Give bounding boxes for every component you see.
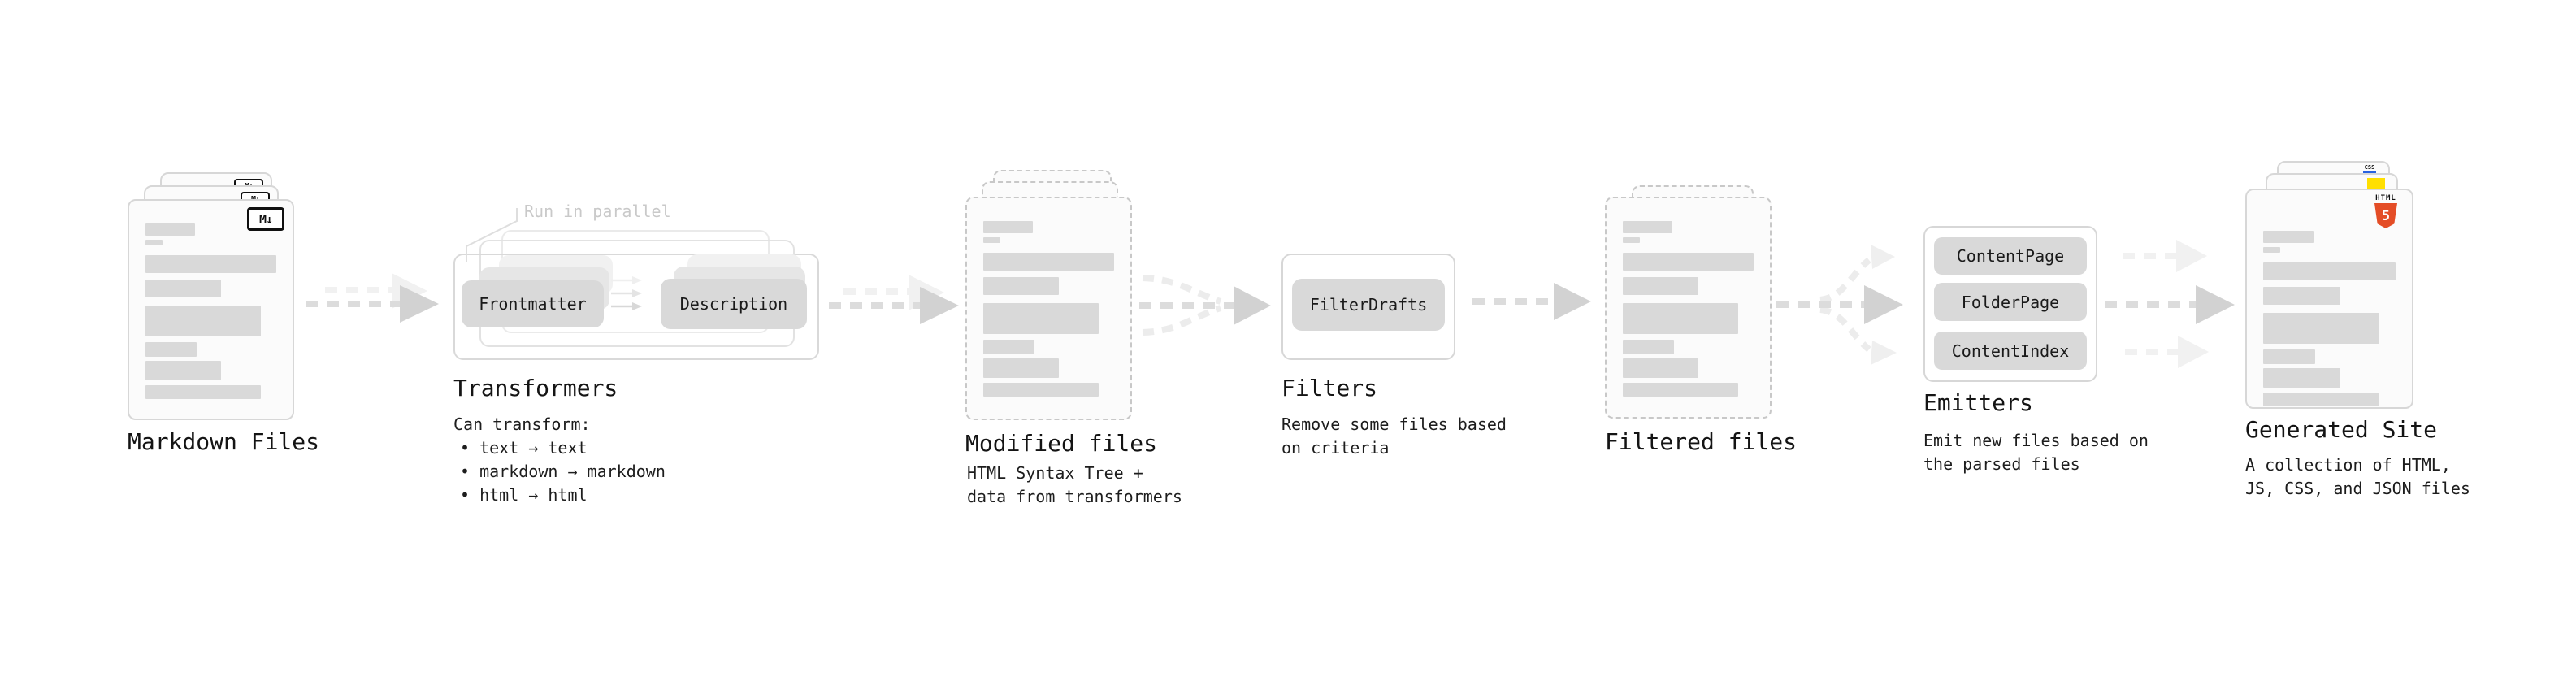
text-bar bbox=[983, 237, 1000, 243]
text-bar bbox=[1623, 383, 1738, 397]
generated-file-card-front: HTML 5 bbox=[2245, 189, 2413, 409]
text-bar bbox=[1623, 358, 1699, 378]
modified-files-heading: Modified files bbox=[965, 430, 1158, 457]
desc-line: HTML Syntax Tree + bbox=[967, 463, 1143, 483]
text-bar bbox=[1623, 277, 1699, 295]
text-bar bbox=[983, 358, 1060, 378]
transformers-desc-title: Can transform: bbox=[453, 414, 591, 434]
modified-files-description: HTML Syntax Tree + data from transformer… bbox=[967, 462, 1182, 509]
emitters-description: Emit new files based on the parsed files bbox=[1923, 429, 2149, 476]
css-icon-underline bbox=[2363, 171, 2376, 174]
modified-file-card-front bbox=[965, 197, 1132, 420]
generated-site-description: A collection of HTML, JS, CSS, and JSON … bbox=[2245, 453, 2470, 501]
text-bar bbox=[983, 303, 1099, 334]
transform-bullet: • text → text bbox=[460, 438, 588, 458]
contentpage-pill: ContentPage bbox=[1934, 237, 2087, 275]
placeholder-text-bars bbox=[1607, 198, 1770, 397]
desc-line: JS, CSS, and JSON files bbox=[2245, 479, 2470, 498]
filters-description: Remove some files based on criteria bbox=[1281, 413, 1507, 460]
text-bar bbox=[1623, 303, 1738, 334]
contentindex-pill: ContentIndex bbox=[1934, 332, 2087, 370]
text-bar bbox=[145, 385, 261, 399]
text-bar bbox=[1623, 340, 1674, 354]
text-bar bbox=[2263, 313, 2380, 344]
markdown-icon: M↓ bbox=[247, 207, 284, 231]
pill-link-arrows bbox=[611, 276, 642, 310]
transformer-layer-box-front bbox=[453, 254, 819, 360]
text-bar bbox=[2263, 231, 2314, 243]
desc-line: Remove some files based bbox=[1281, 414, 1507, 434]
placeholder-text-bars bbox=[2247, 190, 2412, 406]
arrow-markdown-to-transformers bbox=[306, 273, 439, 323]
transform-bullet: • html → html bbox=[460, 485, 588, 505]
transformers-description: Can transform: • text → text • markdown … bbox=[453, 413, 666, 507]
desc-line: data from transformers bbox=[967, 487, 1182, 506]
text-bar bbox=[1623, 237, 1640, 243]
arrow-filters-to-filtered bbox=[1472, 283, 1591, 320]
description-pill: Description bbox=[661, 279, 807, 329]
markdown-files-heading: Markdown Files bbox=[128, 428, 320, 455]
text-bar bbox=[145, 280, 222, 297]
html5-icon-shield: 5 bbox=[2374, 203, 2397, 228]
arrow-modified-to-filters bbox=[1139, 275, 1271, 336]
text-bar bbox=[2263, 247, 2281, 253]
desc-line: the parsed files bbox=[1923, 454, 2080, 474]
folderpage-pill: FolderPage bbox=[1934, 283, 2087, 321]
filterdrafts-pill: FilterDrafts bbox=[1292, 279, 1445, 331]
emitters-heading: Emitters bbox=[1923, 389, 2033, 416]
placeholder-text-bars bbox=[129, 201, 293, 399]
placeholder-text-bars bbox=[967, 198, 1130, 397]
text-bar bbox=[983, 253, 1114, 271]
text-bar bbox=[983, 340, 1034, 354]
text-bar bbox=[145, 342, 197, 357]
text-bar bbox=[145, 255, 276, 273]
text-bar bbox=[2263, 262, 2396, 280]
text-bar bbox=[2263, 287, 2340, 305]
run-in-parallel-note: Run in parallel bbox=[524, 202, 671, 221]
text-bar bbox=[1623, 221, 1673, 233]
text-bar bbox=[2263, 349, 2315, 364]
arrow-filtered-to-emitters bbox=[1776, 245, 1903, 365]
text-bar bbox=[2263, 368, 2340, 388]
text-bar bbox=[983, 383, 1099, 397]
text-bar bbox=[145, 223, 196, 236]
text-bar bbox=[983, 277, 1060, 295]
javascript-icon bbox=[2367, 178, 2385, 189]
text-bar bbox=[1623, 253, 1754, 271]
css-icon: CSS bbox=[2362, 164, 2377, 174]
filtered-file-card-front bbox=[1605, 197, 1772, 419]
generated-site-heading: Generated Site bbox=[2245, 416, 2438, 443]
frontmatter-pill: Frontmatter bbox=[462, 280, 604, 327]
run-in-parallel-connector bbox=[466, 208, 518, 262]
desc-line: on criteria bbox=[1281, 438, 1390, 458]
markdown-file-card-front: M↓ bbox=[128, 199, 294, 420]
text-bar bbox=[983, 221, 1034, 233]
filters-heading: Filters bbox=[1281, 375, 1378, 401]
arrow-emitters-to-generated bbox=[2105, 240, 2235, 368]
arrow-transformers-to-modified bbox=[829, 275, 959, 324]
html5-icon-wordmark: HTML bbox=[2375, 194, 2396, 202]
css-icon-label: CSS bbox=[2364, 164, 2375, 171]
text-bar bbox=[145, 240, 163, 245]
text-bar bbox=[2263, 393, 2380, 406]
transform-bullet: • markdown → markdown bbox=[460, 462, 666, 481]
text-bar bbox=[145, 306, 261, 336]
filtered-files-heading: Filtered files bbox=[1605, 428, 1798, 455]
transformers-heading: Transformers bbox=[453, 375, 618, 401]
desc-line: Emit new files based on bbox=[1923, 431, 2149, 450]
desc-line: A collection of HTML, bbox=[2245, 455, 2451, 475]
text-bar bbox=[145, 361, 222, 380]
html5-icon: HTML 5 bbox=[2366, 194, 2405, 228]
